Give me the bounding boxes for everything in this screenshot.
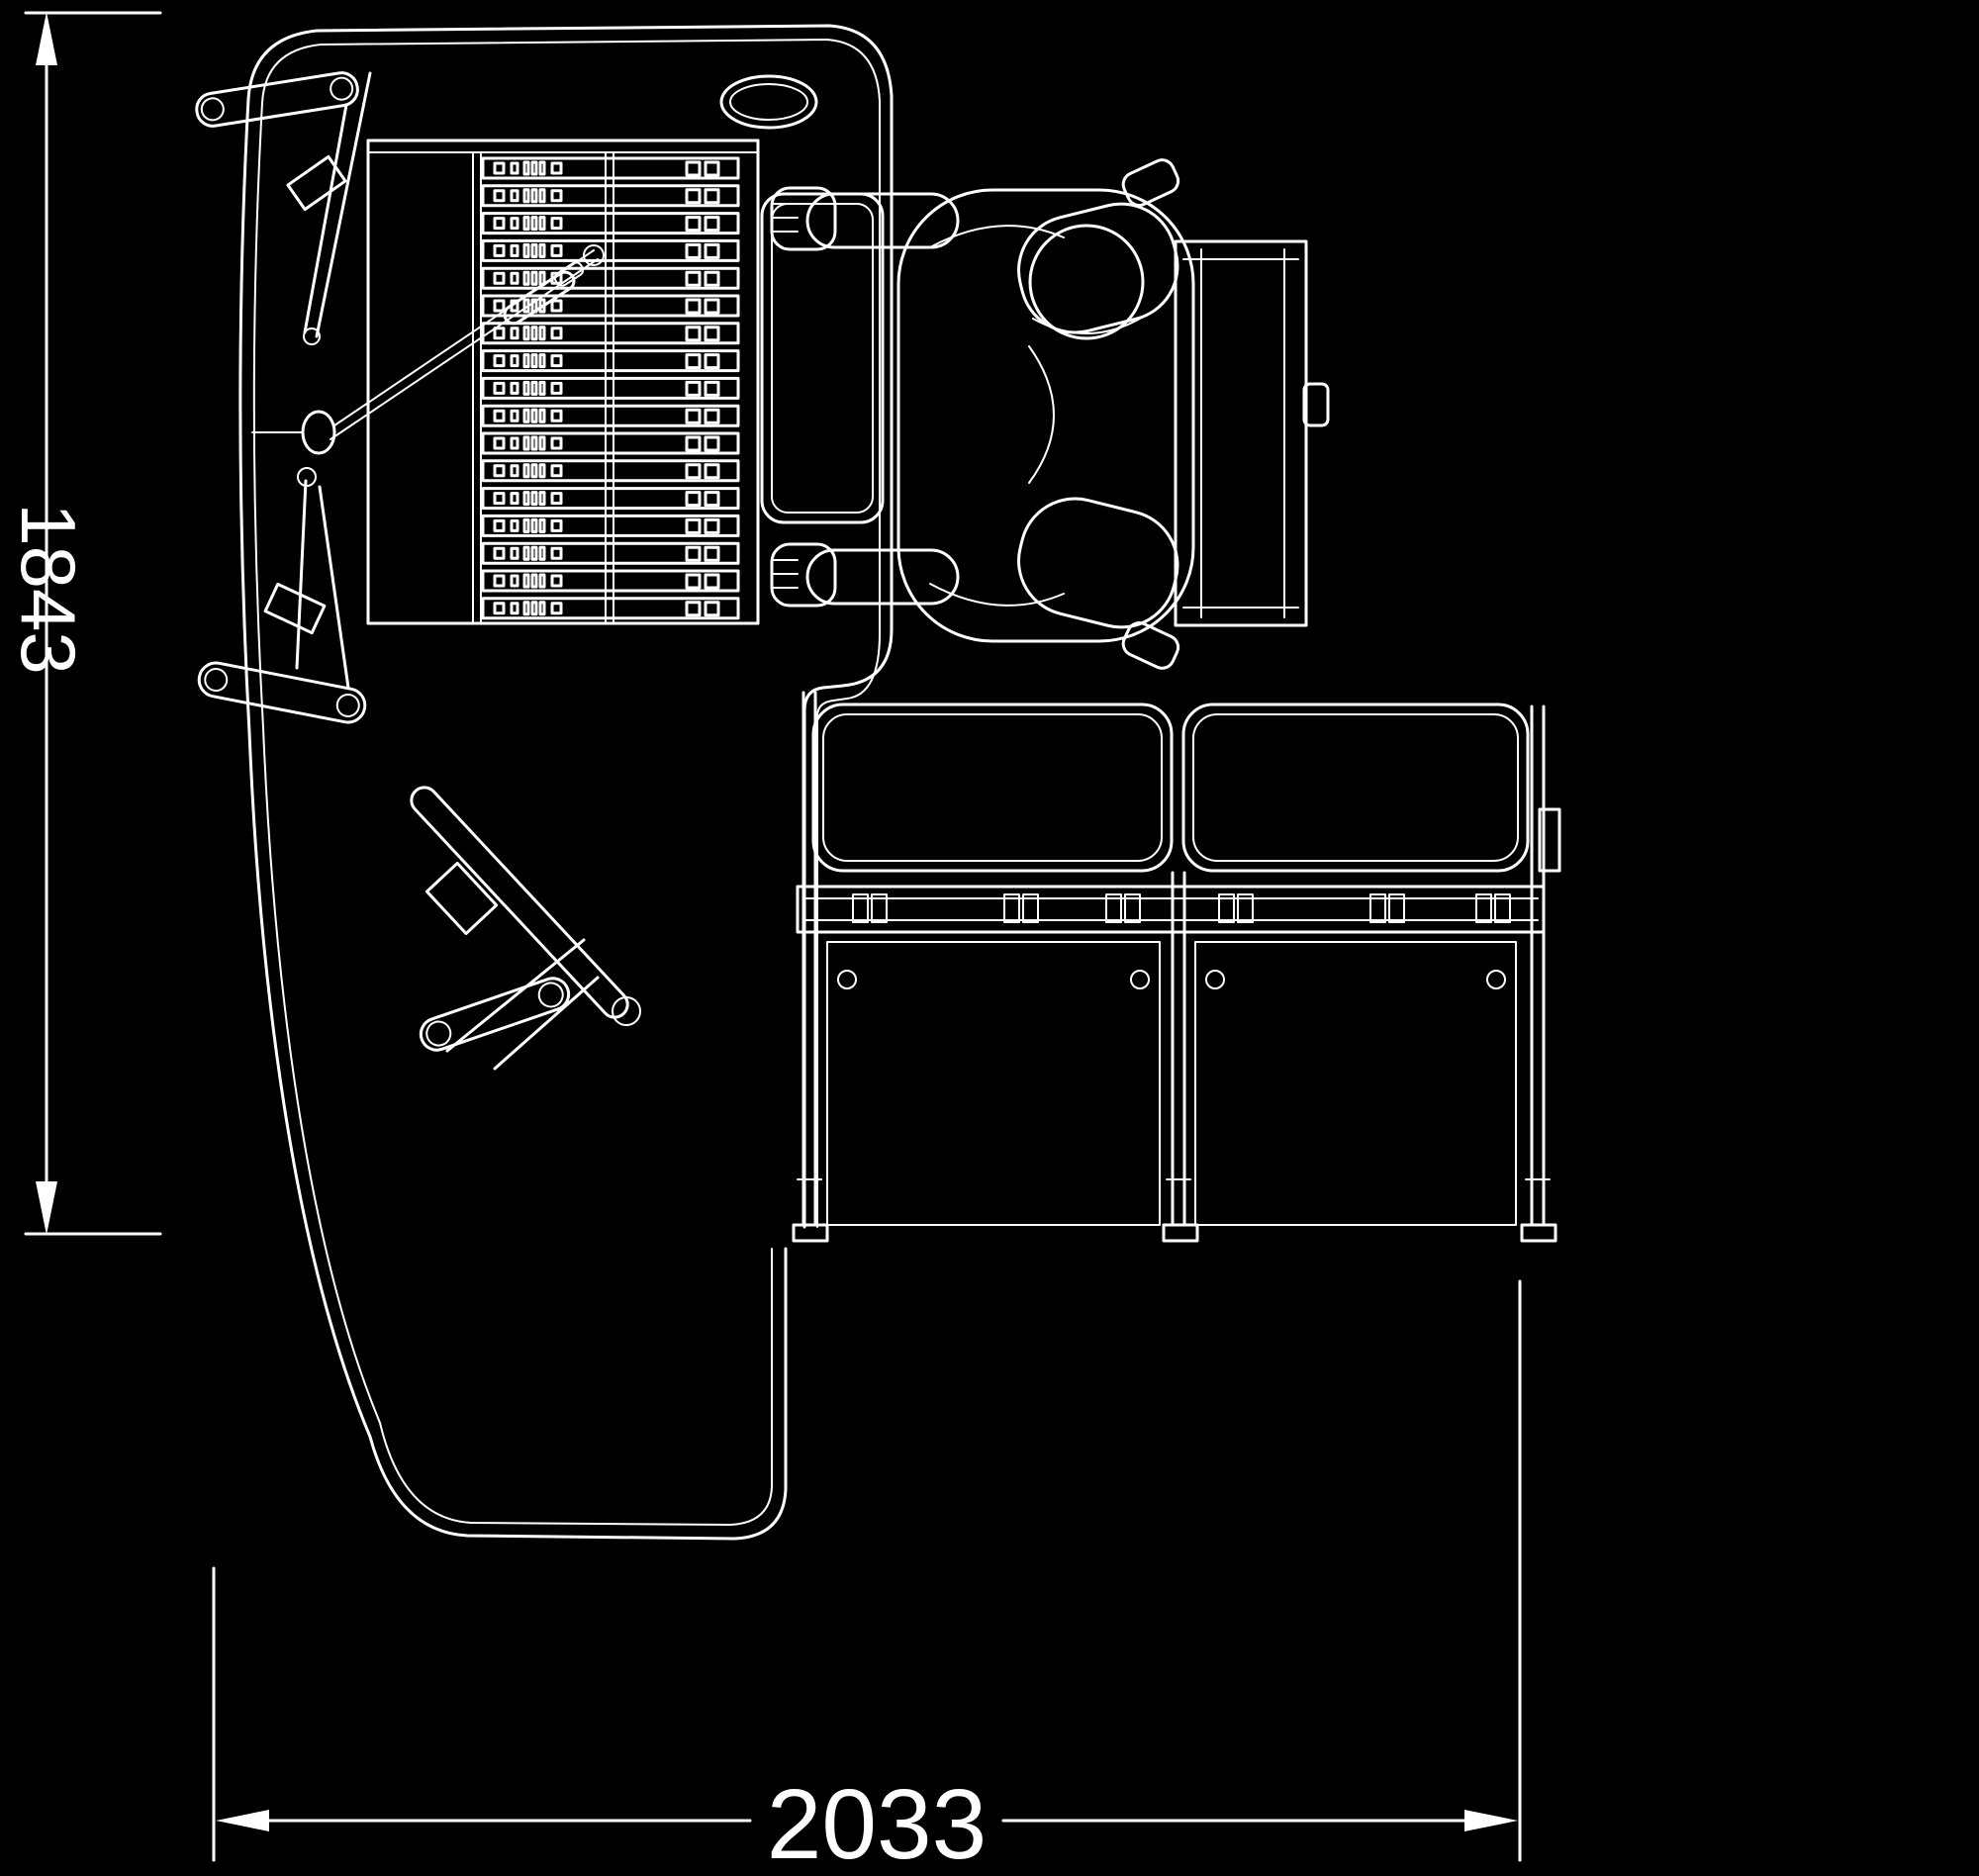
bench-panel-right [1194, 941, 1517, 1226]
carabiner-icon [553, 261, 585, 287]
lever-bottom [410, 786, 641, 1071]
foot-lower [1121, 621, 1180, 670]
bolt-icon [1486, 970, 1506, 989]
person-figure [770, 158, 1195, 670]
foot-upper [1121, 158, 1180, 207]
machine-outline [238, 24, 894, 1541]
pulley-icon [301, 410, 336, 455]
width-dimension-label: 2033 [767, 1769, 987, 1876]
arrow-left-icon [216, 1810, 269, 1831]
arrow-up-icon [36, 12, 57, 65]
arrow-right-icon [1464, 1810, 1518, 1831]
hand-lower [770, 542, 837, 608]
bench-foot [792, 1223, 829, 1243]
press-arm-top [195, 71, 372, 345]
seat-adjust-knob [1302, 382, 1330, 427]
bolt-icon [1130, 970, 1150, 989]
cable-handle [503, 270, 576, 326]
weight-stack [366, 139, 760, 625]
bolt-icon [1205, 970, 1225, 989]
bench-foot [1162, 1223, 1199, 1243]
bench-panel-left [826, 941, 1161, 1226]
bench-crossbar [796, 885, 1546, 934]
bench-foot [1520, 1223, 1557, 1243]
bench-pad-left [811, 703, 1174, 873]
weight-plates [481, 156, 740, 620]
height-dimension: 1843 [5, 11, 162, 1236]
bench-pad-right [1181, 703, 1530, 873]
bench-assembly [792, 691, 1561, 1243]
cable-pulley-assembly [251, 244, 605, 455]
press-arm-middle [197, 467, 367, 724]
bolt-icon [837, 970, 857, 989]
arm-lower [805, 548, 960, 606]
hand-upper [770, 186, 837, 251]
chest-pad [760, 192, 885, 524]
width-dimension: 2033 [212, 1279, 1522, 1876]
head [1028, 224, 1145, 340]
height-dimension-label: 1843 [5, 503, 92, 675]
side-bracket [1538, 807, 1561, 873]
seat-frame [1174, 239, 1330, 627]
torso [896, 188, 1195, 643]
arrow-down-icon [36, 1181, 57, 1235]
cup-holder [719, 74, 818, 130]
arm-upper [805, 192, 960, 249]
